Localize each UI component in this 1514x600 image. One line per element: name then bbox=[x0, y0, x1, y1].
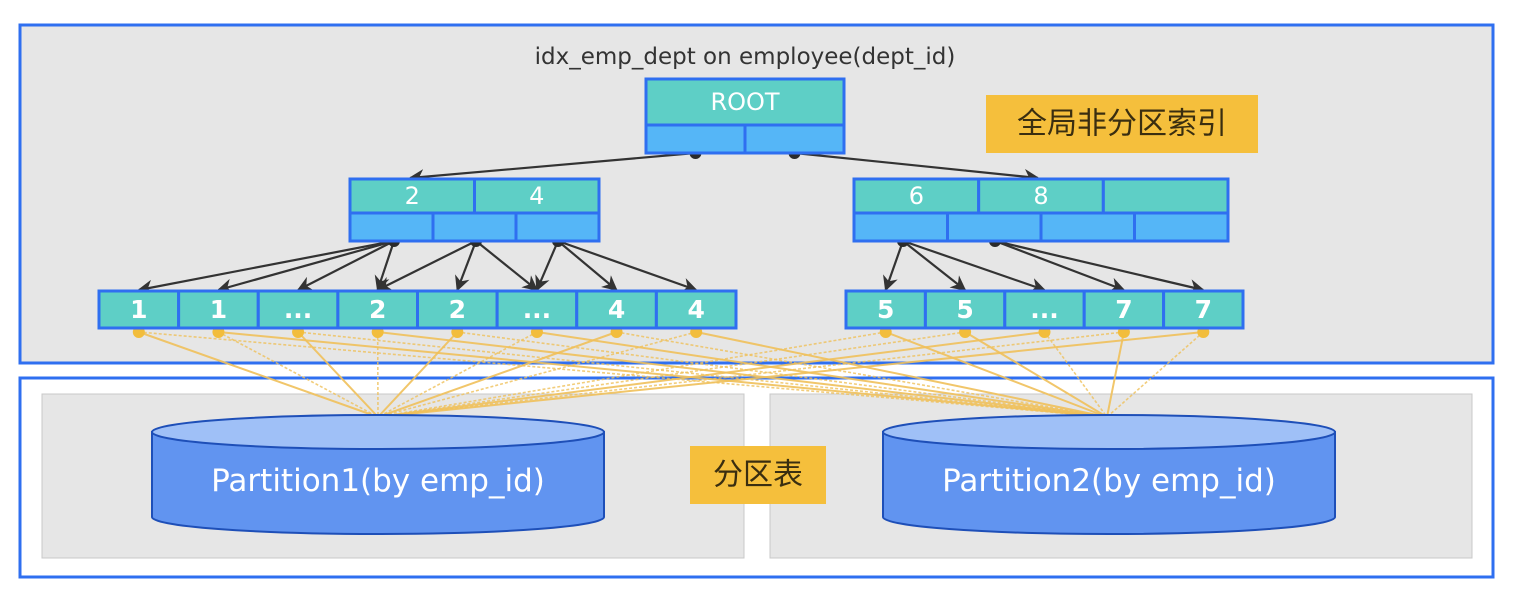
leaf-entry-key: 4 bbox=[687, 295, 704, 324]
row-link-solid bbox=[964, 331, 1108, 418]
leaf-entry-cell bbox=[654, 289, 738, 330]
leaf-entry-key: ... bbox=[523, 295, 552, 324]
partition2-label: Partition2(by emp_id) bbox=[942, 463, 1276, 499]
branch-pointer-arrow bbox=[455, 240, 478, 292]
leaf-node: 1 1... 2 2... 4 4 bbox=[97, 289, 738, 330]
branch-pointer-arrow bbox=[557, 240, 618, 291]
row-link-dashed bbox=[377, 331, 966, 418]
row-link-dashed bbox=[377, 331, 538, 418]
leaf-entry-cell bbox=[177, 289, 260, 330]
branch-pointer-arrow bbox=[883, 240, 905, 292]
row-link-dashed bbox=[1106, 331, 1204, 418]
leaf-entry-key: 5 bbox=[956, 295, 973, 324]
branch-pointer-arrow bbox=[994, 239, 1126, 293]
leaf-entry-key: 1 bbox=[210, 295, 227, 324]
leaf-entry-key: 7 bbox=[1195, 295, 1212, 324]
branch-pointer-arrow bbox=[994, 239, 1205, 295]
partition1-label: Partition1(by emp_id) bbox=[211, 463, 545, 499]
root-pointer-cell bbox=[743, 123, 846, 155]
global-index-tag: 全局非分区索引 bbox=[986, 95, 1258, 153]
partitioned-table-tag-text: 分区表 bbox=[713, 458, 803, 493]
leaf-entry-key: 2 bbox=[369, 295, 386, 324]
branch-pointer-arrow bbox=[475, 240, 539, 291]
branch-key-cell bbox=[1101, 177, 1230, 215]
branch-pointer-cell bbox=[1039, 211, 1136, 243]
branch-pointer-arrow bbox=[535, 240, 560, 292]
leaf-entry-key: 1 bbox=[130, 295, 147, 324]
branch-pointer-arrow bbox=[902, 239, 1046, 293]
partitioned-table-tag: 分区表 bbox=[690, 446, 826, 504]
global-index-tag-text: 全局非分区索引 bbox=[1017, 107, 1227, 142]
root-pointer-arrow bbox=[794, 151, 1040, 185]
row-link-solid bbox=[885, 331, 1108, 418]
row-link-solid bbox=[377, 331, 459, 418]
row-link-solid bbox=[377, 331, 1108, 418]
row-link-solid bbox=[377, 331, 617, 418]
row-link-solid bbox=[297, 331, 379, 418]
partition1-cylinder: Partition1(by emp_id) bbox=[151, 414, 605, 535]
leaf-node: 5 5... 7 7 bbox=[844, 289, 1245, 330]
branch-pointer-arrow bbox=[216, 239, 395, 294]
branch-pointer-cell bbox=[852, 211, 949, 243]
leaf-entry-cell bbox=[416, 289, 499, 330]
leaf-entry-cell bbox=[1003, 289, 1086, 330]
branch-key-label: 8 bbox=[1033, 182, 1048, 210]
row-link-solid bbox=[1106, 331, 1125, 418]
row-link-solid bbox=[377, 331, 1045, 418]
root-pointer-arrow bbox=[408, 151, 696, 185]
branch-pointer-cell bbox=[431, 211, 518, 243]
row-link-dashed bbox=[1043, 331, 1108, 418]
branch-pointer-cell bbox=[946, 211, 1043, 243]
row-link-solid bbox=[138, 331, 379, 418]
leaf-entry-cell bbox=[844, 289, 927, 330]
leaf-entry-key: ... bbox=[1030, 295, 1059, 324]
branch-pointer-arrow bbox=[557, 239, 698, 293]
root-label: ROOT bbox=[710, 88, 779, 116]
branch-key-label: 4 bbox=[529, 182, 544, 210]
root-node: ROOT bbox=[644, 77, 846, 155]
branch-pointer-arrow bbox=[137, 239, 395, 295]
partition2-cylinder: Partition2(by emp_id) bbox=[882, 414, 1336, 535]
row-link-dashed bbox=[297, 331, 1108, 418]
branch-pointer-arrow bbox=[376, 240, 477, 291]
leaf-entry-key: ... bbox=[284, 295, 313, 324]
row-link-dashed bbox=[138, 331, 1108, 418]
leaf-entry-cell bbox=[575, 289, 658, 330]
branch-pointer-arrow bbox=[902, 240, 967, 291]
root-pointer-cell bbox=[644, 123, 747, 155]
branch-pointer-cell bbox=[514, 211, 601, 243]
row-link-dashed bbox=[377, 331, 886, 418]
leaf-entry-cell bbox=[256, 289, 340, 330]
row-link-solid bbox=[536, 331, 1108, 418]
index-title: idx_emp_dept on employee(dept_id) bbox=[535, 44, 956, 70]
row-link-dashed bbox=[218, 331, 379, 418]
leaf-entry-cell bbox=[1162, 289, 1245, 330]
leaf-entry-key: 2 bbox=[449, 295, 466, 324]
branch-key-cell bbox=[473, 177, 601, 215]
row-link-solid bbox=[218, 331, 1108, 418]
row-link-dashed bbox=[616, 331, 1108, 418]
leaf-entry-key: 5 bbox=[877, 295, 894, 324]
branch-key-label: 2 bbox=[405, 182, 420, 210]
leaf-entry-key: 4 bbox=[608, 295, 625, 324]
row-link-dashed bbox=[377, 331, 1124, 418]
branch-pointer-cell bbox=[348, 211, 435, 243]
branch-key-label: 6 bbox=[909, 182, 924, 210]
branch-pointer-cell bbox=[1133, 211, 1230, 243]
root-key-cell bbox=[644, 77, 846, 127]
row-link-solid bbox=[695, 331, 1108, 418]
leaf-entry-key: 7 bbox=[1115, 295, 1132, 324]
branch-pointer-arrow bbox=[296, 240, 395, 291]
row-link-solid bbox=[377, 331, 1204, 418]
